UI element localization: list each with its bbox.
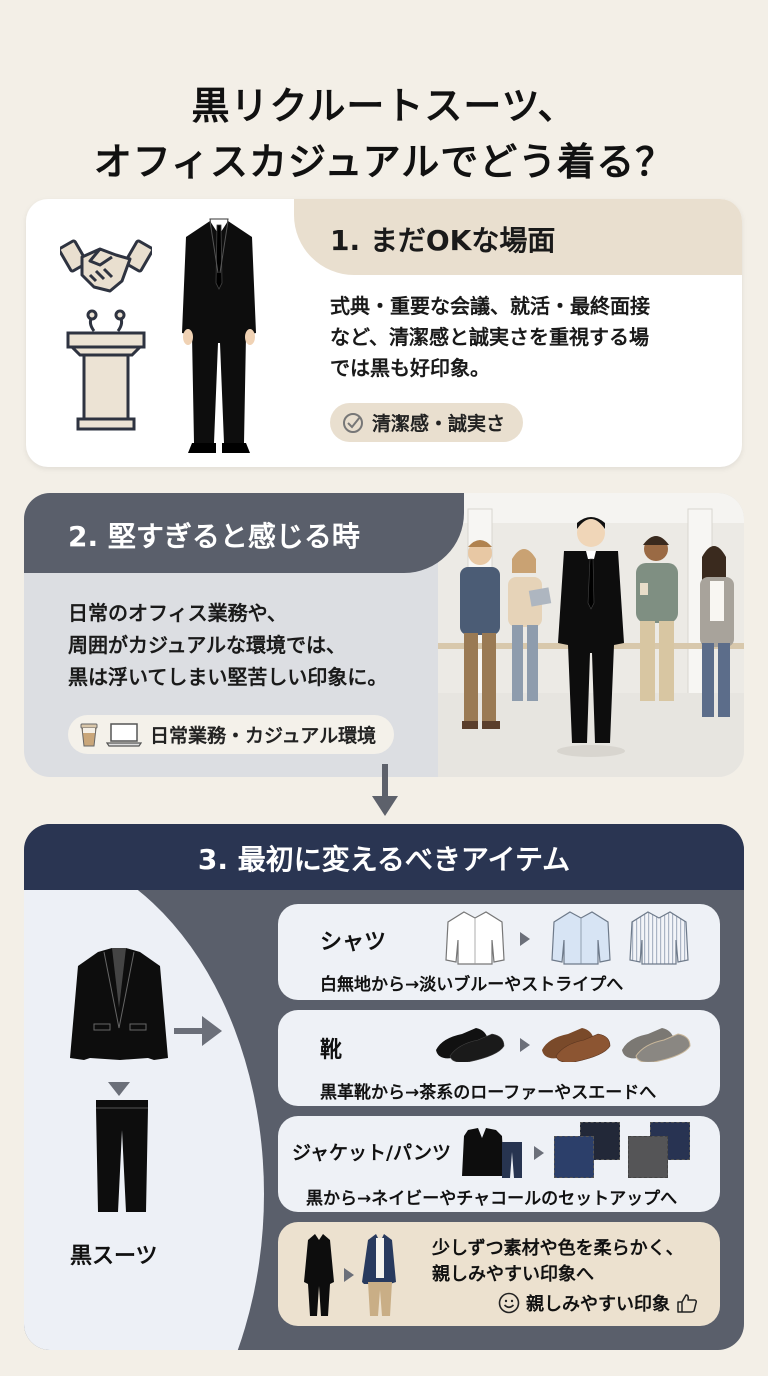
page-title: 黒リクルートスーツ、 オフィスカジュアルでどう着る？ bbox=[0, 78, 768, 190]
item-card-jacket-pants: ジャケット/パンツ 黒から→ネイビーやチャコールのセットアップへ bbox=[278, 1116, 720, 1212]
podium-icon bbox=[66, 309, 146, 431]
handshake-icon bbox=[60, 239, 152, 293]
triangle-right-icon bbox=[344, 1268, 354, 1282]
smiley-icon bbox=[498, 1292, 520, 1314]
triangle-down-icon bbox=[108, 1082, 130, 1096]
navy-blazer-chinos-figure bbox=[362, 1234, 396, 1316]
office-people-illustration bbox=[438, 493, 744, 777]
laptop-icon bbox=[106, 722, 142, 747]
arrow-right-icon bbox=[174, 1016, 222, 1046]
grey-suede-shoes-icon bbox=[622, 1028, 691, 1062]
daily-casual-badge: 日常業務・カジュアル環境 bbox=[68, 715, 395, 754]
black-jacket-pants-icon bbox=[462, 1128, 522, 1178]
white-shirt-icon bbox=[445, 911, 505, 965]
black-suit-figure-small bbox=[304, 1234, 334, 1316]
item-description: 黒から→ネイビーやチャコールのセットアップへ bbox=[306, 1189, 678, 1209]
badge-label: 親しみやすい印象 bbox=[526, 1294, 670, 1315]
item-title: 靴 bbox=[320, 1038, 343, 1063]
section-3-header-bg bbox=[24, 824, 744, 890]
brown-loafers-icon bbox=[542, 1028, 611, 1062]
item-title: ジャケット/パンツ bbox=[292, 1142, 451, 1164]
summary-line: 少しずつ素材や色を柔らかく、 bbox=[432, 1238, 684, 1259]
section-first-items-to-change: 3. 最初に変えるべきアイテム 黒スーツ シャツ 白無地から→淡いブルーやストラ… bbox=[24, 824, 744, 1350]
thumbs-up-icon bbox=[677, 1294, 698, 1313]
section-1-header-bg bbox=[294, 199, 742, 275]
section-2-header-bg bbox=[24, 493, 464, 573]
section-too-formal: 2. 堅すぎると感じる時 日常のオフィス業務や、 周囲がカジュアルな環境では、 … bbox=[24, 493, 744, 777]
black-suit-figure bbox=[182, 218, 256, 453]
item-description: 黒革靴から→茶系のローファーやスエードへ bbox=[320, 1083, 657, 1103]
check-circle-icon bbox=[343, 412, 363, 433]
striped-shirt-icon bbox=[629, 911, 689, 965]
section-1-body-line: など、清潔感と誠実さを重視する場 bbox=[330, 325, 649, 349]
cleanliness-sincerity-badge: 清潔感・誠実さ bbox=[330, 403, 524, 442]
section-2-heading: 2. 堅すぎると感じる時 bbox=[68, 520, 360, 553]
badge-label: 清潔感・誠実さ bbox=[372, 413, 506, 435]
item-card-shirt: シャツ 白無地から→淡いブルーやストライプへ bbox=[278, 904, 720, 1000]
section-1-body-line: 式典・重要な会議、就活・最終面接 bbox=[330, 294, 650, 318]
item-description: 白無地から→淡いブルーやストライプへ bbox=[320, 975, 624, 995]
section-1-heading: 1. まだOKな場面 bbox=[330, 224, 556, 257]
item-card-shoes: 靴 黒革靴から→茶系のローファーやスエードへ bbox=[278, 1010, 720, 1106]
black-leather-shoes-icon bbox=[436, 1028, 505, 1062]
black-suit-panel-bg bbox=[24, 844, 264, 1350]
section-2-body-line: 日常のオフィス業務や、 bbox=[68, 601, 287, 625]
section-1-body: 式典・重要な会議、就活・最終面接 など、清潔感と誠実さを重視する場 では黒も好印… bbox=[330, 291, 720, 384]
friendly-impression-badge: 親しみやすい印象 bbox=[498, 1290, 698, 1316]
triangle-right-icon bbox=[520, 932, 530, 946]
summary-text: 少しずつ素材や色を柔らかく、 親しみやすい印象へ bbox=[432, 1236, 684, 1288]
fabric-swatch-charcoal bbox=[628, 1136, 668, 1178]
fabric-swatch-navy bbox=[554, 1136, 594, 1178]
section-2-body-line: 周囲がカジュアルな環境では、 bbox=[68, 633, 346, 657]
black-jacket-icon bbox=[70, 948, 168, 1060]
coffee-cup-icon bbox=[80, 723, 98, 746]
title-line-1: 黒リクルートスーツ、 bbox=[191, 84, 577, 128]
badge-label: 日常業務・カジュアル環境 bbox=[150, 725, 377, 747]
summary-line: 親しみやすい印象へ bbox=[432, 1264, 594, 1285]
title-line-2: オフィスカジュアルでどう着る？ bbox=[93, 140, 675, 184]
item-title: シャツ bbox=[320, 930, 387, 955]
light-blue-shirt-icon bbox=[551, 911, 611, 965]
arrow-down-icon bbox=[372, 764, 398, 816]
section-2-body: 日常のオフィス業務や、 周囲がカジュアルな環境では、 黒は浮いてしまい堅苦しい印… bbox=[68, 597, 458, 693]
triangle-right-icon bbox=[520, 1038, 530, 1052]
black-pants-icon bbox=[96, 1100, 148, 1212]
office-scene-illustration bbox=[438, 493, 744, 777]
section-ok-scenes: 1. まだOKな場面 式典・重要な会議、就活・最終面接 など、清潔感と誠実さを重… bbox=[26, 199, 742, 467]
section-3-heading: 3. 最初に変えるべきアイテム bbox=[197, 843, 571, 876]
black-suit-label: 黒スーツ bbox=[70, 1244, 158, 1269]
summary-card: 少しずつ素材や色を柔らかく、 親しみやすい印象へ 親しみやすい印象 bbox=[278, 1222, 720, 1326]
section-2-body-line: 黒は浮いてしまい堅苦しい印象に。 bbox=[68, 665, 388, 689]
triangle-right-icon bbox=[534, 1146, 544, 1160]
section-1-body-line: では黒も好印象。 bbox=[330, 356, 490, 380]
